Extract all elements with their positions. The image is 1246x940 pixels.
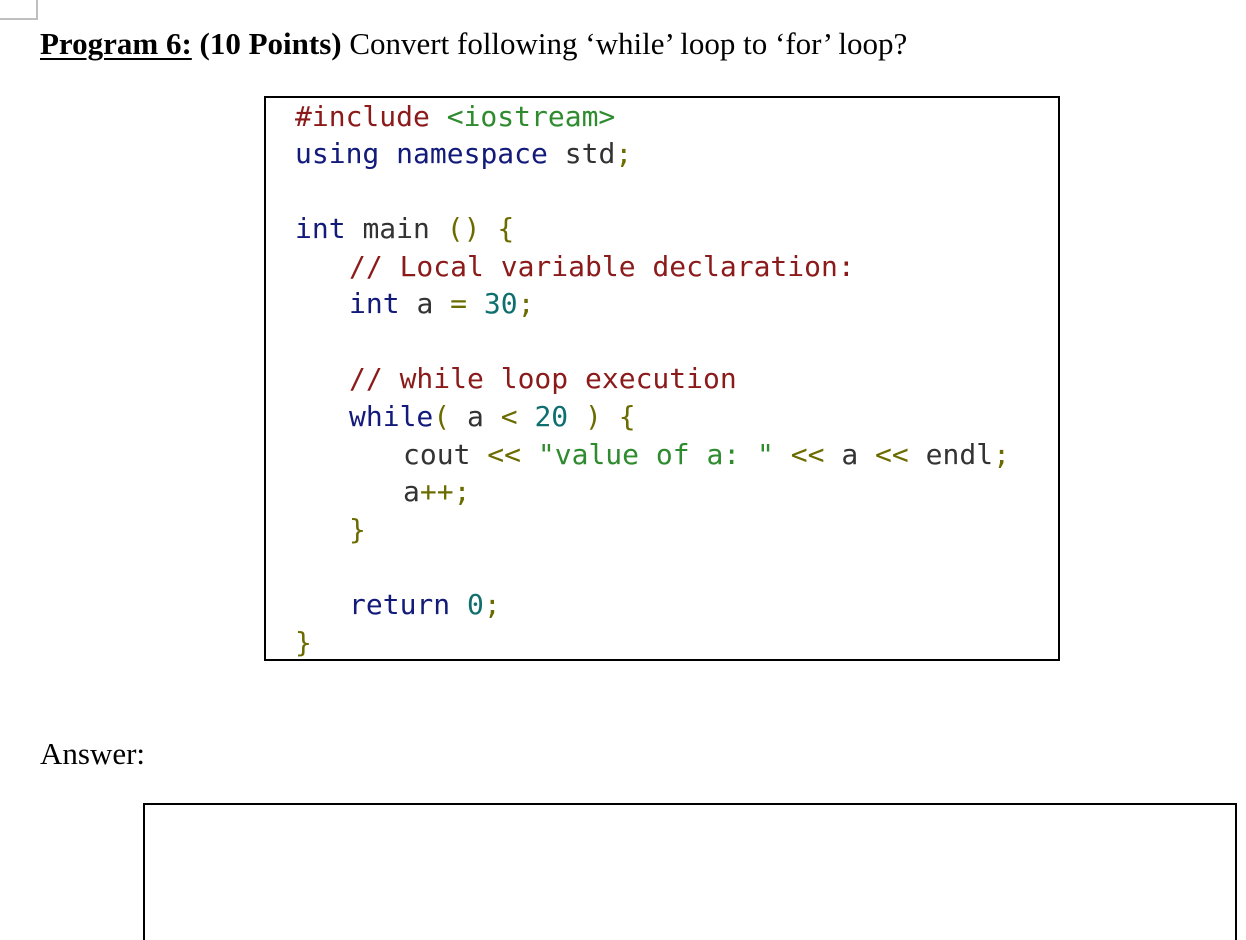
code-token: #include: [295, 100, 430, 133]
code-token: std: [564, 137, 616, 170]
code-token: cout: [403, 438, 471, 471]
code-line-comment-declaration: // Local variable declaration:: [349, 248, 855, 286]
code-line-while: while( a < 20 ) {: [349, 398, 636, 436]
code-token: ;: [517, 287, 535, 320]
code-listing: #include <iostream> using namespace std;…: [264, 96, 1060, 661]
code-line-include: #include <iostream>: [295, 98, 615, 136]
code-token: a: [403, 475, 420, 508]
question-label: Program 6:: [40, 26, 192, 61]
code-token: endl: [925, 438, 994, 471]
code-line-close-main: }: [295, 624, 312, 659]
code-line-using: using namespace std;: [295, 135, 632, 173]
page-corner-mark: [0, 0, 38, 20]
code-token: "value of a: ": [537, 438, 774, 471]
code-token: 0: [467, 588, 484, 621]
question-heading: Program 6: (10 Points) Convert following…: [40, 24, 907, 64]
code-line-declaration: int a = 30;: [349, 285, 534, 323]
code-token: }: [349, 513, 366, 546]
code-token: int: [295, 212, 346, 245]
code-token: a: [841, 438, 859, 471]
code-token: <<: [875, 438, 909, 471]
code-token: (): [446, 212, 481, 245]
code-token: int: [349, 287, 400, 320]
code-token: 30: [483, 287, 518, 320]
code-token: ++: [419, 475, 454, 508]
code-line-cout: cout << "value of a: " << a << endl;: [403, 436, 1010, 474]
code-token: =: [450, 287, 468, 320]
code-line-comment-while: // while loop execution: [349, 360, 737, 398]
code-token: ;: [453, 475, 471, 508]
code-token: main: [362, 212, 430, 245]
code-token: ): [585, 400, 602, 433]
code-token: a: [416, 287, 434, 320]
code-token: 20: [534, 400, 569, 433]
code-token: namespace: [396, 137, 548, 170]
code-token: ;: [483, 588, 501, 621]
code-token: <iostream>: [446, 100, 616, 133]
code-line-increment: a++;: [403, 473, 470, 511]
code-comment: // Local variable declaration:: [349, 250, 855, 283]
code-line-return: return 0;: [349, 586, 501, 624]
code-token: using: [295, 137, 380, 170]
code-token: <<: [790, 438, 825, 471]
question-points: (10 Points): [199, 26, 342, 61]
code-token: while: [349, 400, 434, 433]
code-token: {: [618, 400, 636, 433]
question-text: Convert following ‘while’ loop to ‘for’ …: [349, 26, 908, 61]
answer-box[interactable]: [143, 803, 1237, 940]
code-token: }: [295, 626, 312, 659]
code-line-close-while: }: [349, 511, 366, 549]
code-token: {: [497, 212, 515, 245]
code-comment: // while loop execution: [349, 362, 737, 395]
code-token: <<: [487, 438, 522, 471]
answer-label: Answer:: [40, 736, 146, 771]
code-line-main: int main () {: [295, 210, 514, 248]
code-token: a: [467, 400, 484, 433]
code-token: ;: [615, 137, 633, 170]
code-token: (: [433, 400, 451, 433]
code-token: return: [349, 588, 451, 621]
code-token: <: [500, 400, 518, 433]
code-token: ;: [993, 438, 1010, 471]
